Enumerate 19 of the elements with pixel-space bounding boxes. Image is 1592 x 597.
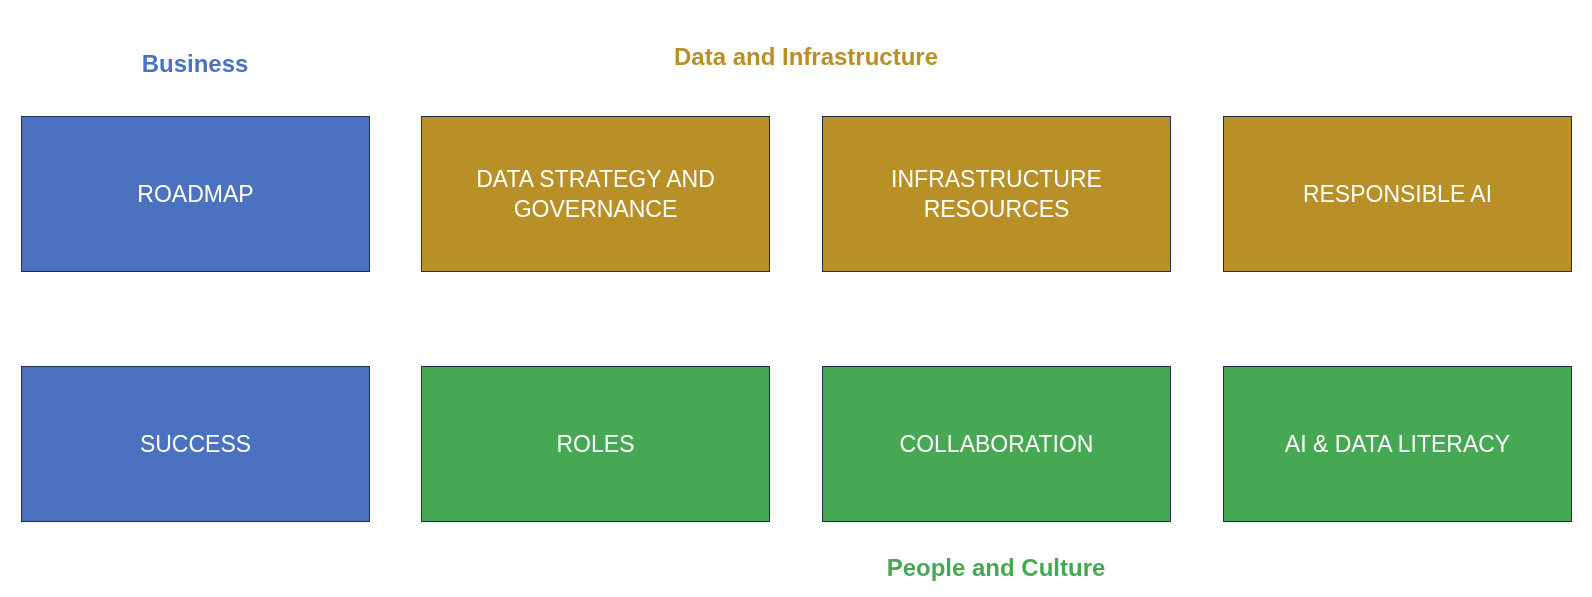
box-label: SUCCESS	[139, 430, 252, 459]
box-label: COLLABORATION	[899, 430, 1094, 459]
category-box	[1223, 116, 1572, 272]
category-box	[822, 366, 1171, 522]
box-label: DATA STRATEGY AND GOVERNANCE	[475, 165, 716, 224]
box-label: ROADMAP	[137, 180, 254, 209]
box-label: AI & DATA LITERACY	[1284, 430, 1511, 459]
group-heading: Business	[141, 50, 249, 78]
category-box	[822, 116, 1171, 272]
category-box	[21, 366, 370, 522]
category-box	[421, 116, 770, 272]
box-label: INFRASTRUCTURE RESOURCES	[890, 165, 1103, 224]
box-label: ROLES	[556, 430, 635, 459]
category-box	[1223, 366, 1572, 522]
group-heading: Data and Infrastructure	[673, 43, 939, 71]
box-label: RESPONSIBLE AI	[1302, 180, 1493, 209]
category-box	[421, 366, 770, 522]
category-box	[21, 116, 370, 272]
group-heading: People and Culture	[886, 554, 1106, 582]
